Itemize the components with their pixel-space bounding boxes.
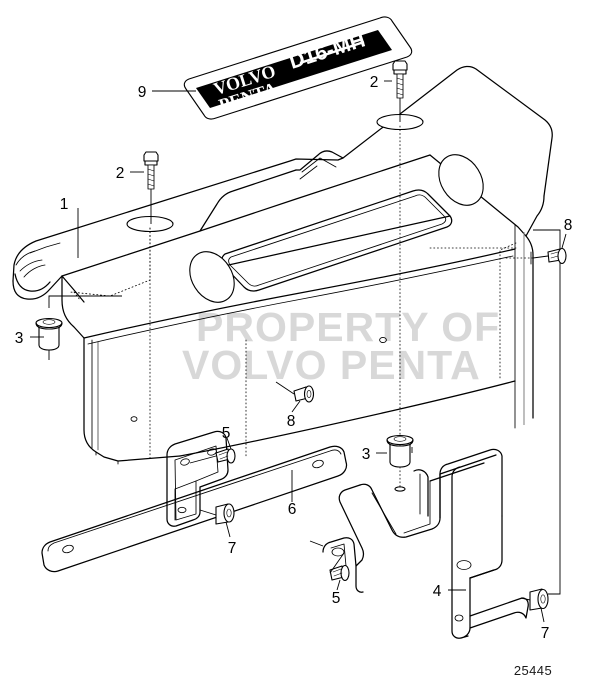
callout-5-upper: 5 xyxy=(222,425,231,442)
callout-1: 1 xyxy=(60,196,69,213)
bracket-hole-b xyxy=(207,448,217,456)
callout-9: 9 xyxy=(138,84,147,101)
callout-8-center: 8 xyxy=(287,413,296,430)
callout-3-left: 3 xyxy=(15,330,24,347)
bracket-hole-c xyxy=(177,506,187,514)
callout-numbers: 1 2 2 3 3 4 5 5 6 7 7 8 8 9 xyxy=(15,74,573,642)
flange-screw-lower xyxy=(329,552,350,591)
shoulder-screw-center xyxy=(275,381,315,413)
hex-flange-bolt-right xyxy=(392,60,408,122)
callout-leaders xyxy=(30,80,466,591)
callout-2-left: 2 xyxy=(116,165,125,182)
callout-8-right: 8 xyxy=(564,217,573,234)
spacer-sleeve-upper xyxy=(199,503,235,538)
rubber-grommet-right xyxy=(386,434,414,492)
bracket4-hole-bottom xyxy=(454,614,464,622)
bracket4-hole-top xyxy=(394,486,406,492)
cover-small-hole-left xyxy=(130,416,138,422)
hex-flange-bolt-left xyxy=(143,151,159,224)
support-bracket-right xyxy=(309,447,529,639)
bracket4-hole-left xyxy=(331,547,345,557)
cover-oval-opening-right xyxy=(438,154,484,206)
callout-2-right: 2 xyxy=(370,74,379,91)
mounting-strip-bracket xyxy=(41,430,348,573)
rubber-grommet-left xyxy=(35,295,122,360)
callout-3-right: 3 xyxy=(362,446,371,463)
noise-shield-cover xyxy=(12,65,553,465)
spacer-sleeve-lower xyxy=(520,229,561,623)
drawing-id: 25445 xyxy=(514,663,552,678)
strip-hole-right xyxy=(312,459,324,469)
flange-screw-upper xyxy=(189,437,236,464)
callout-7-lower: 7 xyxy=(541,625,550,642)
callout-7-upper: 7 xyxy=(228,540,237,557)
cover-oval-opening-left xyxy=(189,251,235,303)
callout-4: 4 xyxy=(433,583,442,600)
callout-5-lower: 5 xyxy=(332,590,341,607)
strip-hole-left xyxy=(62,544,74,554)
callout-6: 6 xyxy=(288,501,297,518)
cover-small-hole-center xyxy=(379,336,387,344)
watermark-line1: PROPERTY OF xyxy=(196,304,500,350)
watermark-line2: VOLVO PENTA xyxy=(182,342,481,388)
bracket4-hole-mid xyxy=(456,560,472,570)
shoulder-screw-right xyxy=(504,233,567,265)
identification-decal: VOLVO PENTA D16-MH xyxy=(183,16,413,120)
bracket-hole-a xyxy=(180,458,190,466)
watermark: PROPERTY OF VOLVO PENTA xyxy=(182,304,500,388)
